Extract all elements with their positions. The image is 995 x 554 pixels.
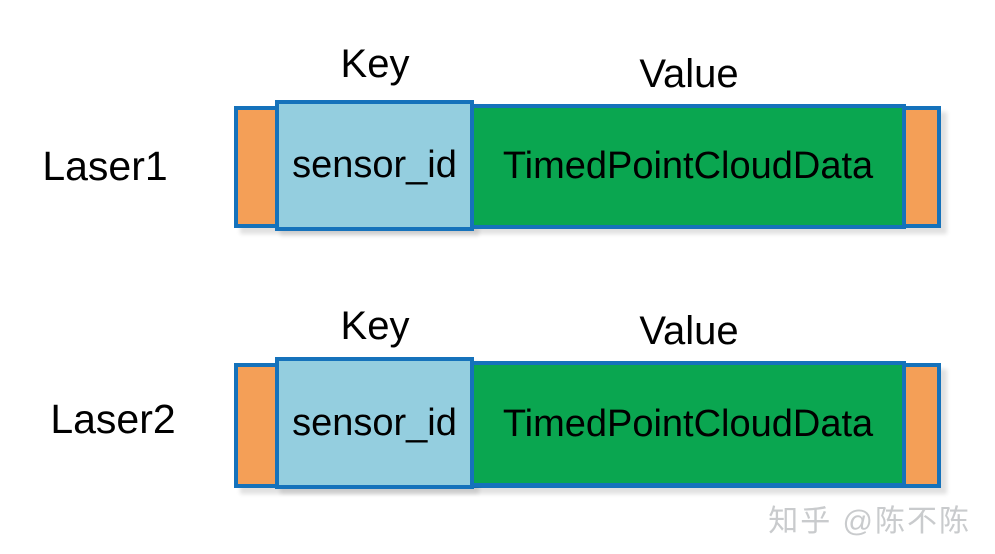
laser2-key-header: Key (340, 304, 410, 348)
laser1-value-header: Value (639, 52, 739, 96)
laser2-key-cell: sensor_id (275, 357, 474, 489)
laser2-value-cell: TimedPointCloudData (470, 361, 906, 487)
laser1-key-cell: sensor_id (275, 100, 474, 231)
laser1-value-cell: TimedPointCloudData (470, 104, 906, 229)
laser2-label: Laser2 (50, 396, 176, 442)
zhihu-watermark: 知乎 @陈不陈 (768, 505, 971, 538)
laser2-value-header: Value (639, 309, 739, 353)
laser1-key-header: Key (340, 42, 410, 86)
laser1-label: Laser1 (42, 143, 168, 189)
